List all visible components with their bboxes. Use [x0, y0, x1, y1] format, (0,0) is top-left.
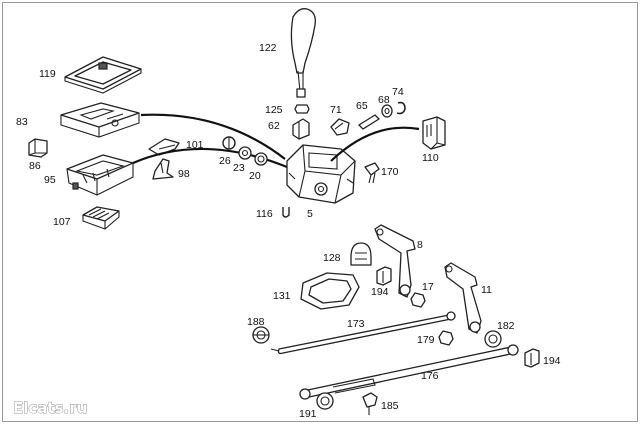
part-107-pad[interactable]	[82, 206, 120, 230]
part-71-bracket[interactable]	[330, 118, 350, 136]
label-170: 170	[381, 166, 399, 178]
part-128-bracket[interactable]	[350, 242, 372, 266]
label-185: 185	[381, 400, 399, 412]
label-68: 68	[378, 94, 390, 106]
part-17-nut[interactable]	[410, 292, 426, 308]
label-71: 71	[330, 104, 342, 116]
part-8-selector-lever[interactable]	[374, 224, 416, 298]
label-23: 23	[233, 162, 245, 174]
label-95: 95	[44, 174, 56, 186]
label-176: 176	[421, 370, 439, 382]
part-95-indicator-housing[interactable]	[66, 154, 134, 196]
label-17: 17	[422, 281, 434, 293]
label-191: 191	[299, 408, 317, 420]
part-170-bolt[interactable]	[364, 162, 380, 184]
label-194-upper: 194	[371, 286, 389, 298]
label-122: 122	[259, 42, 277, 54]
part-26-ring[interactable]	[222, 136, 236, 150]
label-26: 26	[219, 155, 231, 167]
watermark-logo: Elcats.ru	[13, 399, 87, 417]
label-65: 65	[356, 100, 368, 112]
label-173: 173	[347, 318, 365, 330]
part-116-clip[interactable]	[282, 207, 290, 218]
label-8: 8	[417, 239, 423, 251]
part-191-bushing[interactable]	[316, 392, 334, 410]
part-65-pin[interactable]	[358, 114, 380, 130]
part-131-boot-ring[interactable]	[300, 272, 360, 310]
part-125-nut[interactable]	[294, 104, 310, 114]
label-107: 107	[53, 216, 71, 228]
part-185-pin[interactable]	[362, 392, 378, 415]
part-110-switch-connector[interactable]	[422, 116, 446, 150]
exploded-parts-diagram: 122 119 125 62 71 65 68 74	[13, 8, 561, 420]
label-11: 11	[481, 284, 492, 296]
label-125: 125	[265, 104, 283, 116]
part-119-trim-frame[interactable]	[64, 56, 142, 94]
part-68-washer[interactable]	[381, 104, 393, 118]
label-128: 128	[323, 252, 341, 264]
label-119: 119	[39, 68, 56, 80]
part-74-ring[interactable]	[396, 101, 406, 115]
label-179: 179	[417, 334, 435, 346]
label-98: 98	[178, 168, 190, 180]
part-98-holder[interactable]	[152, 158, 174, 180]
part-11-lever[interactable]	[444, 262, 482, 334]
part-23-washer[interactable]	[238, 146, 252, 160]
part-194-clip-lower[interactable]	[524, 348, 540, 368]
label-86: 86	[29, 160, 41, 172]
part-194-clip-upper[interactable]	[376, 266, 392, 286]
part-182-bushing[interactable]	[484, 330, 502, 348]
part-122-gear-knob[interactable]	[290, 8, 316, 98]
label-182: 182	[497, 320, 515, 332]
part-176-selector-rod[interactable]	[299, 344, 519, 400]
leader-95-to-5	[132, 147, 288, 169]
part-62-clip[interactable]	[292, 118, 310, 140]
parts-diagram-frame: 122 119 125 62 71 65 68 74	[2, 2, 638, 422]
label-83: 83	[16, 116, 28, 128]
part-20-bushing[interactable]	[254, 152, 268, 166]
label-188: 188	[247, 316, 265, 328]
part-179-nut[interactable]	[438, 330, 454, 346]
label-5: 5	[307, 208, 313, 220]
label-131: 131	[273, 290, 291, 302]
label-74: 74	[392, 86, 404, 98]
part-83-cover-plate[interactable]	[60, 102, 140, 138]
label-62: 62	[268, 120, 280, 132]
part-173-shift-rod[interactable]	[270, 311, 456, 355]
label-20: 20	[249, 170, 261, 182]
leader-83-to-5	[140, 113, 286, 160]
label-116: 116	[256, 208, 273, 220]
leader-110-to-5	[330, 126, 420, 162]
part-188-bushing[interactable]	[252, 326, 270, 344]
part-5-shifter-housing[interactable]	[286, 144, 356, 204]
part-86-block[interactable]	[28, 138, 48, 158]
label-110: 110	[422, 152, 439, 164]
label-194-lower: 194	[543, 355, 561, 367]
